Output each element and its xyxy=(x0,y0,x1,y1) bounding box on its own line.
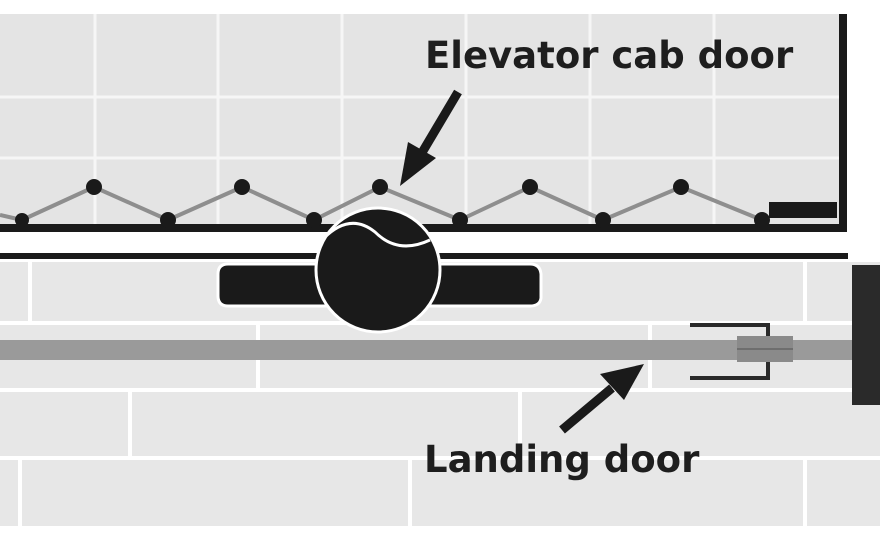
cab-door-arrowhead xyxy=(400,142,436,186)
roller-seam xyxy=(322,221,431,248)
coupler-roller xyxy=(314,206,442,334)
linkage-arms xyxy=(0,185,763,222)
landing-door-arrowhead xyxy=(600,364,644,400)
door-interlock xyxy=(690,323,770,380)
landing-door-arrow xyxy=(559,384,615,434)
landing-door-callout: Landing door xyxy=(424,364,700,481)
cab-door-label: Elevator cab door xyxy=(425,34,794,77)
landing-door-label: Landing door xyxy=(424,438,700,481)
linkage-pivots xyxy=(15,179,770,228)
cab-door-callout: Elevator cab door xyxy=(400,34,794,186)
door-coupler-assembly xyxy=(216,206,543,334)
landing-door-post xyxy=(852,265,880,405)
cab-door-linkage xyxy=(0,179,770,228)
cab-door-arrow xyxy=(416,89,462,159)
elevator-cab xyxy=(0,14,847,232)
landing-door-rail xyxy=(0,340,858,360)
cab-panel xyxy=(0,14,845,226)
cab-frame xyxy=(0,14,847,232)
